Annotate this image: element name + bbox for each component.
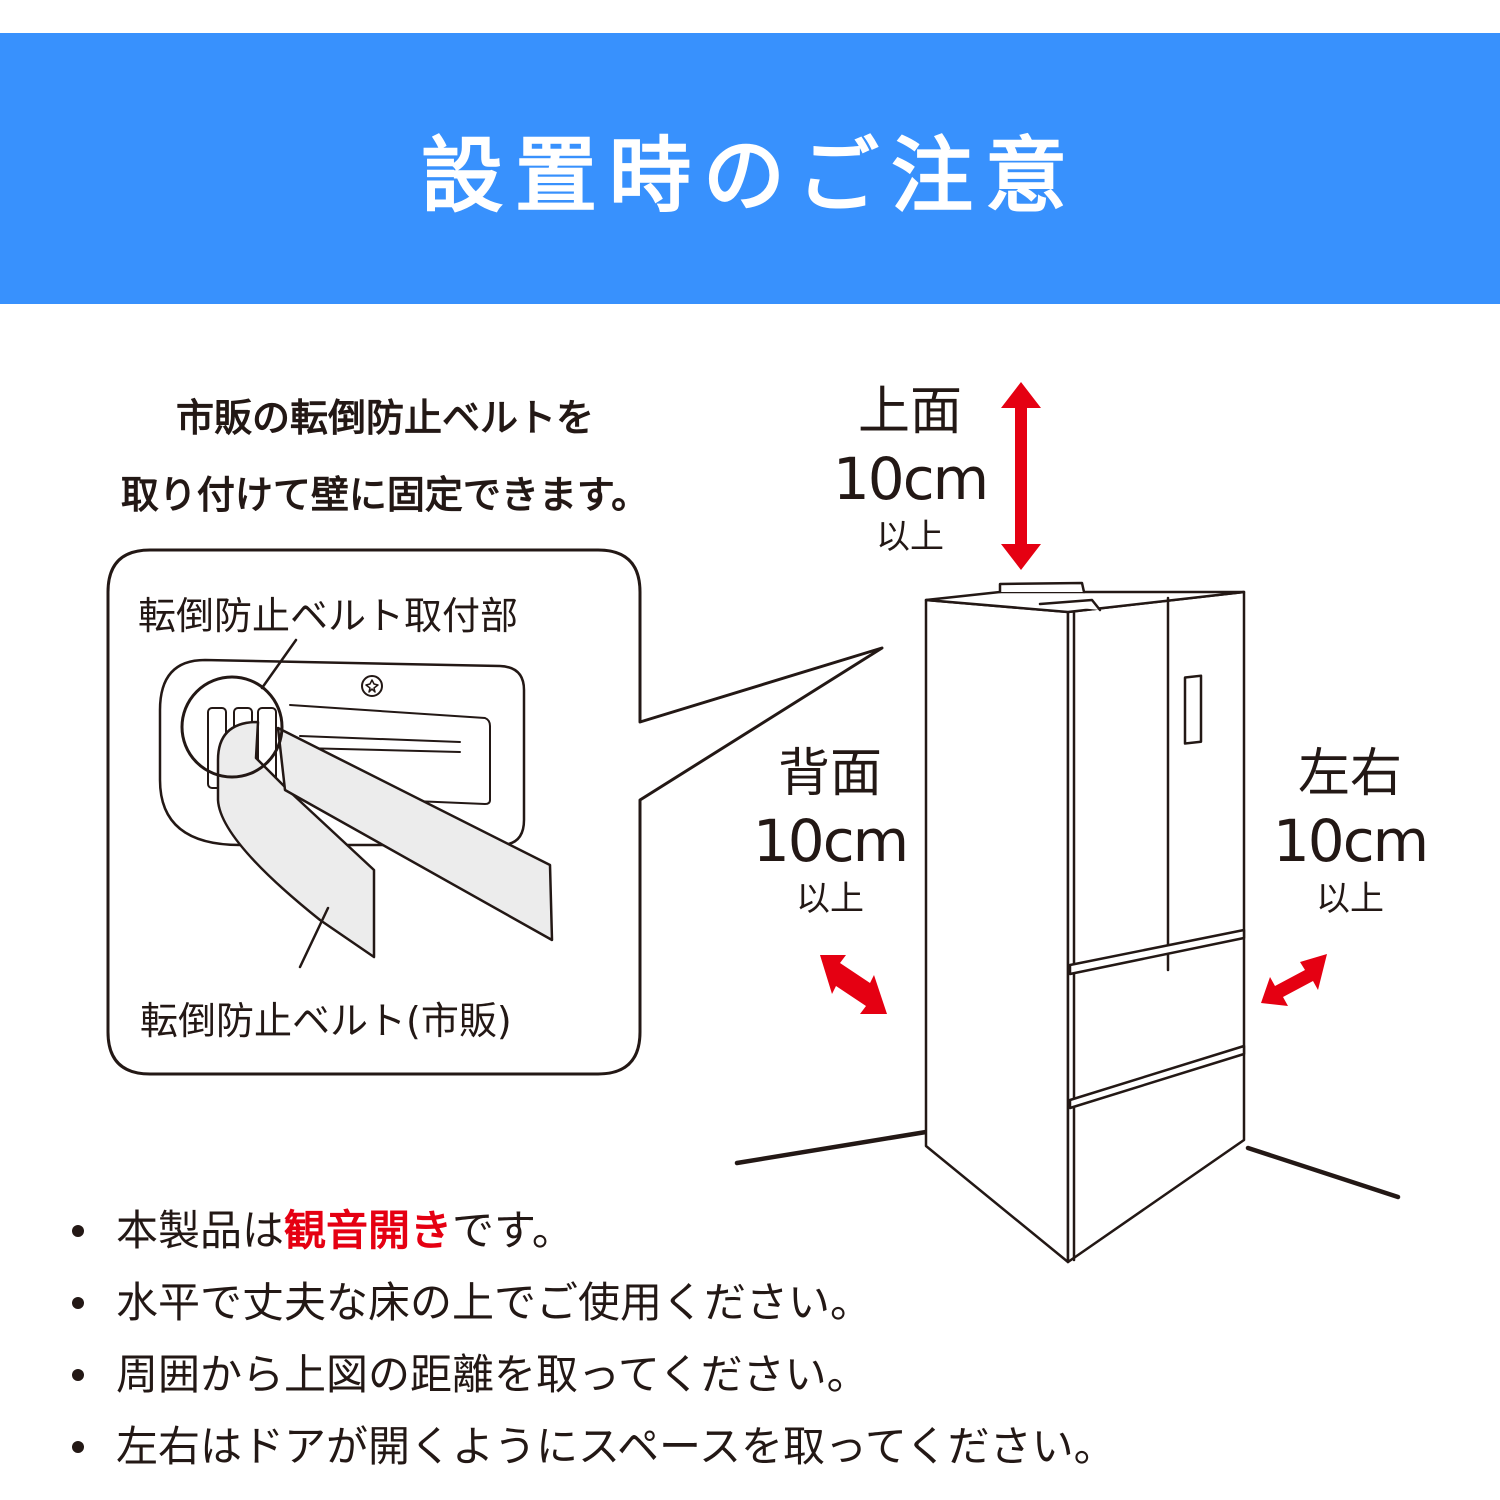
back-clearance-arrow: [820, 955, 887, 1014]
note-item: 左右はドアが開くようにスペースを取ってください。: [72, 1411, 1116, 1483]
top-clearance-arrow: [1001, 382, 1041, 570]
side-clearance-value: 10cm: [1272, 807, 1429, 875]
intro-line-1: 市販の転倒防止ベルトを: [175, 396, 594, 440]
note-text: 周囲から上図の距離を取ってください。: [116, 1350, 869, 1399]
note-item: 水平で丈夫な床の上でご使用ください。: [72, 1267, 1116, 1339]
attachment-highlight-circle: [180, 675, 284, 779]
side-clearance-title: 左右: [1297, 744, 1402, 804]
note-text: 水平で丈夫な床の上でご使用ください。: [116, 1278, 873, 1327]
page-title: 設置時のご注意: [420, 129, 1079, 224]
back-clearance-value: 10cm: [752, 807, 909, 875]
note-item: 周囲から上図の距離を取ってください。: [72, 1339, 1116, 1411]
back-clearance-suffix: 以上: [796, 879, 864, 919]
notes-list: 本製品は観音開きです。 水平で丈夫な床の上でご使用ください。 周囲から上図の距離…: [72, 1195, 1116, 1483]
top-clearance-value: 10cm: [832, 445, 989, 513]
belt-strap-2: [276, 726, 554, 942]
callout-bubble: [106, 548, 884, 1076]
side-clearance-arrow: [1261, 954, 1327, 1006]
back-clearance-title: 背面: [777, 744, 882, 804]
bullet-icon: [72, 1441, 84, 1453]
top-clearance-label: 上面 10cm 以上: [820, 386, 1000, 554]
note-text: 左右はドアが開くようにスペースを取ってください。: [116, 1422, 1116, 1471]
side-clearance-label: 左右 10cm 以上: [1260, 748, 1440, 916]
note-text: 本製品は: [116, 1206, 285, 1255]
belt-strap-1: [216, 720, 376, 959]
side-clearance-suffix: 以上: [1316, 879, 1384, 919]
back-clearance-label: 背面 10cm 以上: [740, 748, 920, 916]
note-text: です。: [452, 1206, 574, 1255]
screw-icon: [361, 675, 383, 697]
bullet-icon: [72, 1369, 84, 1381]
bullet-icon: [72, 1297, 84, 1309]
intro-line-2: 取り付けて壁に固定できます。: [120, 473, 650, 517]
top-clearance-suffix: 以上: [876, 517, 944, 557]
header-banner: 設置時のご注意: [0, 33, 1500, 304]
top-clearance-title: 上面: [857, 382, 962, 442]
clearance-arrows: [820, 382, 1327, 1014]
intro-text: 市販の転倒防止ベルトを 取り付けて壁に固定できます。: [40, 380, 730, 534]
note-item: 本製品は観音開きです。: [72, 1195, 1116, 1267]
callout-top-label: 転倒防止ベルト取付部: [138, 594, 519, 638]
refrigerator: [924, 581, 1246, 1264]
bullet-icon: [72, 1225, 84, 1237]
callout-bottom-label: 転倒防止ベルト(市販): [140, 999, 512, 1043]
note-highlight: 観音開き: [284, 1206, 453, 1255]
